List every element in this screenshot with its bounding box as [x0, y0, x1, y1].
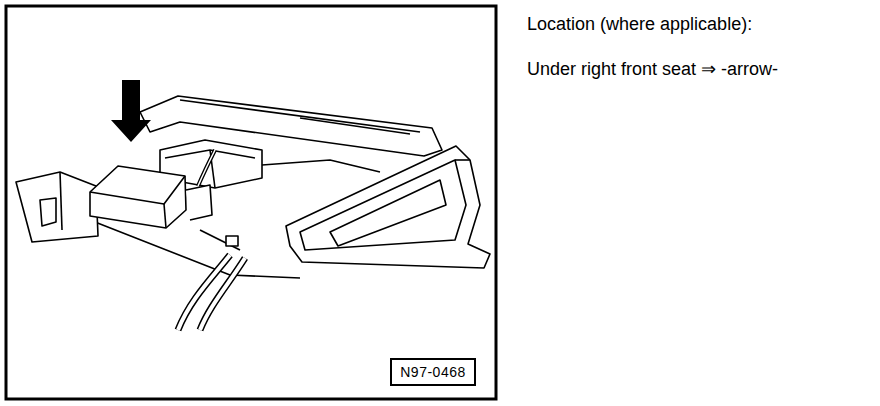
figure-number: N97-0468: [400, 364, 466, 380]
seat-frame: [16, 96, 490, 330]
location-note: Location (where applicable):: [527, 14, 752, 35]
figure-number-box: N97-0468: [390, 358, 476, 386]
pointer-arrow: [111, 80, 151, 142]
location-note: Under right front seat ⇒ -arrow-: [527, 58, 778, 80]
figure-frame: [6, 6, 496, 399]
